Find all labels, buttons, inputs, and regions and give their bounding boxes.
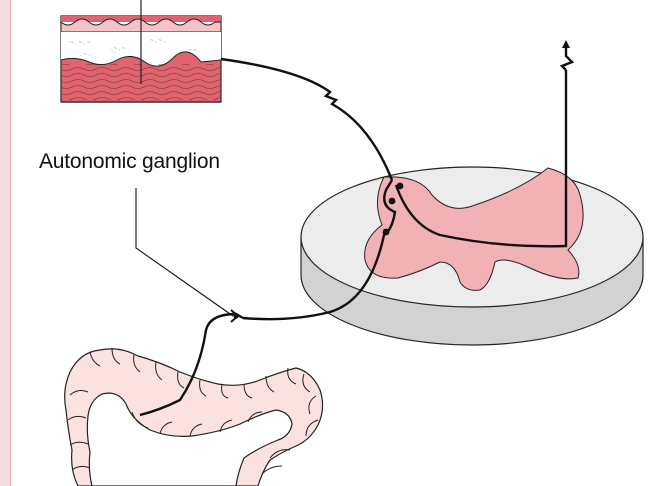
svg-text:. ~ . ~: . ~ . ~ — [110, 46, 126, 52]
ascending-zigzag — [559, 44, 575, 71]
skin-section-icon: ~ . ~ . ~ . ~ . ~ ~ . ~ . . ~ ~ . . ~ . — [60, 0, 222, 103]
ganglion-pointer-line — [135, 188, 234, 317]
spinal-ascending-nerve — [394, 70, 568, 248]
svg-text:. ~ .: . ~ . — [80, 52, 91, 58]
synapse-dot-lower — [382, 228, 390, 236]
visceral-afferent-nerve — [242, 179, 397, 321]
afferent-skin-nerve — [220, 57, 394, 181]
nerve-pathways — [135, 44, 575, 417]
ganglion-to-colon-nerve — [139, 312, 244, 417]
spinal-cord-section-icon — [300, 166, 644, 346]
gray-matter — [364, 167, 584, 291]
synapse-dot-middle — [388, 197, 396, 205]
svg-text:~ . ~ . ~: ~ . ~ . ~ — [70, 40, 91, 46]
svg-text:. ~ ~ .: . ~ ~ . — [185, 48, 201, 54]
autonomic-ganglion-label: Autonomic ganglion — [39, 150, 220, 173]
colon-icon — [64, 347, 324, 486]
ganglion-dot — [233, 313, 239, 319]
ascending-arrow-icon — [562, 40, 570, 48]
page-left-border — [0, 0, 11, 486]
synapse-dot-upper — [396, 182, 404, 190]
svg-text:~ . ~ .: ~ . ~ . — [150, 38, 166, 44]
